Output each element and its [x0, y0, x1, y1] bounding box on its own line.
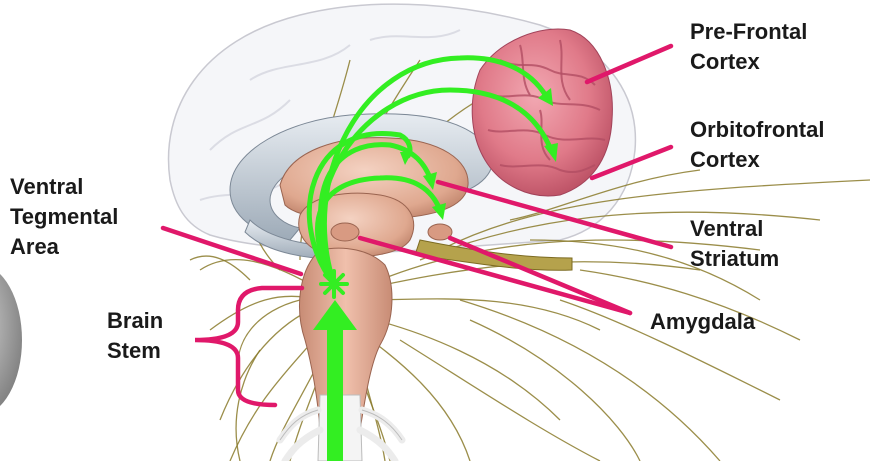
label-brain-stem: Brain Stem [107, 306, 163, 366]
label-prefrontal-cortex-line1: Pre-Frontal [690, 17, 807, 47]
label-ventral-tegmental-area: Ventral Tegmental Area [10, 172, 118, 262]
label-ventral-striatum: Ventral Striatum [690, 214, 779, 274]
amygdala-body [331, 223, 359, 241]
label-ventral-tegmental-area-line1: Ventral [10, 172, 118, 202]
vta-star-icon [321, 271, 347, 297]
label-brain-stem-line1: Brain [107, 306, 163, 336]
label-ventral-tegmental-area-line3: Area [10, 232, 118, 262]
ascending-pathway-shaft [327, 325, 343, 461]
label-amygdala-text: Amygdala [650, 307, 755, 337]
label-ventral-tegmental-area-line2: Tegmental [10, 202, 118, 232]
label-amygdala: Amygdala [650, 307, 755, 337]
label-orbitofrontal-cortex-line1: Orbitofrontal [690, 115, 824, 145]
leader-line-amygdala-2 [450, 238, 630, 313]
label-ventral-striatum-line2: Striatum [690, 244, 779, 274]
label-prefrontal-cortex: Pre-Frontal Cortex [690, 17, 807, 77]
label-prefrontal-cortex-line2: Cortex [690, 47, 807, 77]
label-ventral-striatum-line1: Ventral [690, 214, 779, 244]
background-disc [0, 265, 22, 415]
label-orbitofrontal-cortex: Orbitofrontal Cortex [690, 115, 824, 175]
label-orbitofrontal-cortex-line2: Cortex [690, 145, 824, 175]
prefrontal-cortex [472, 29, 612, 196]
label-brain-stem-line2: Stem [107, 336, 163, 366]
